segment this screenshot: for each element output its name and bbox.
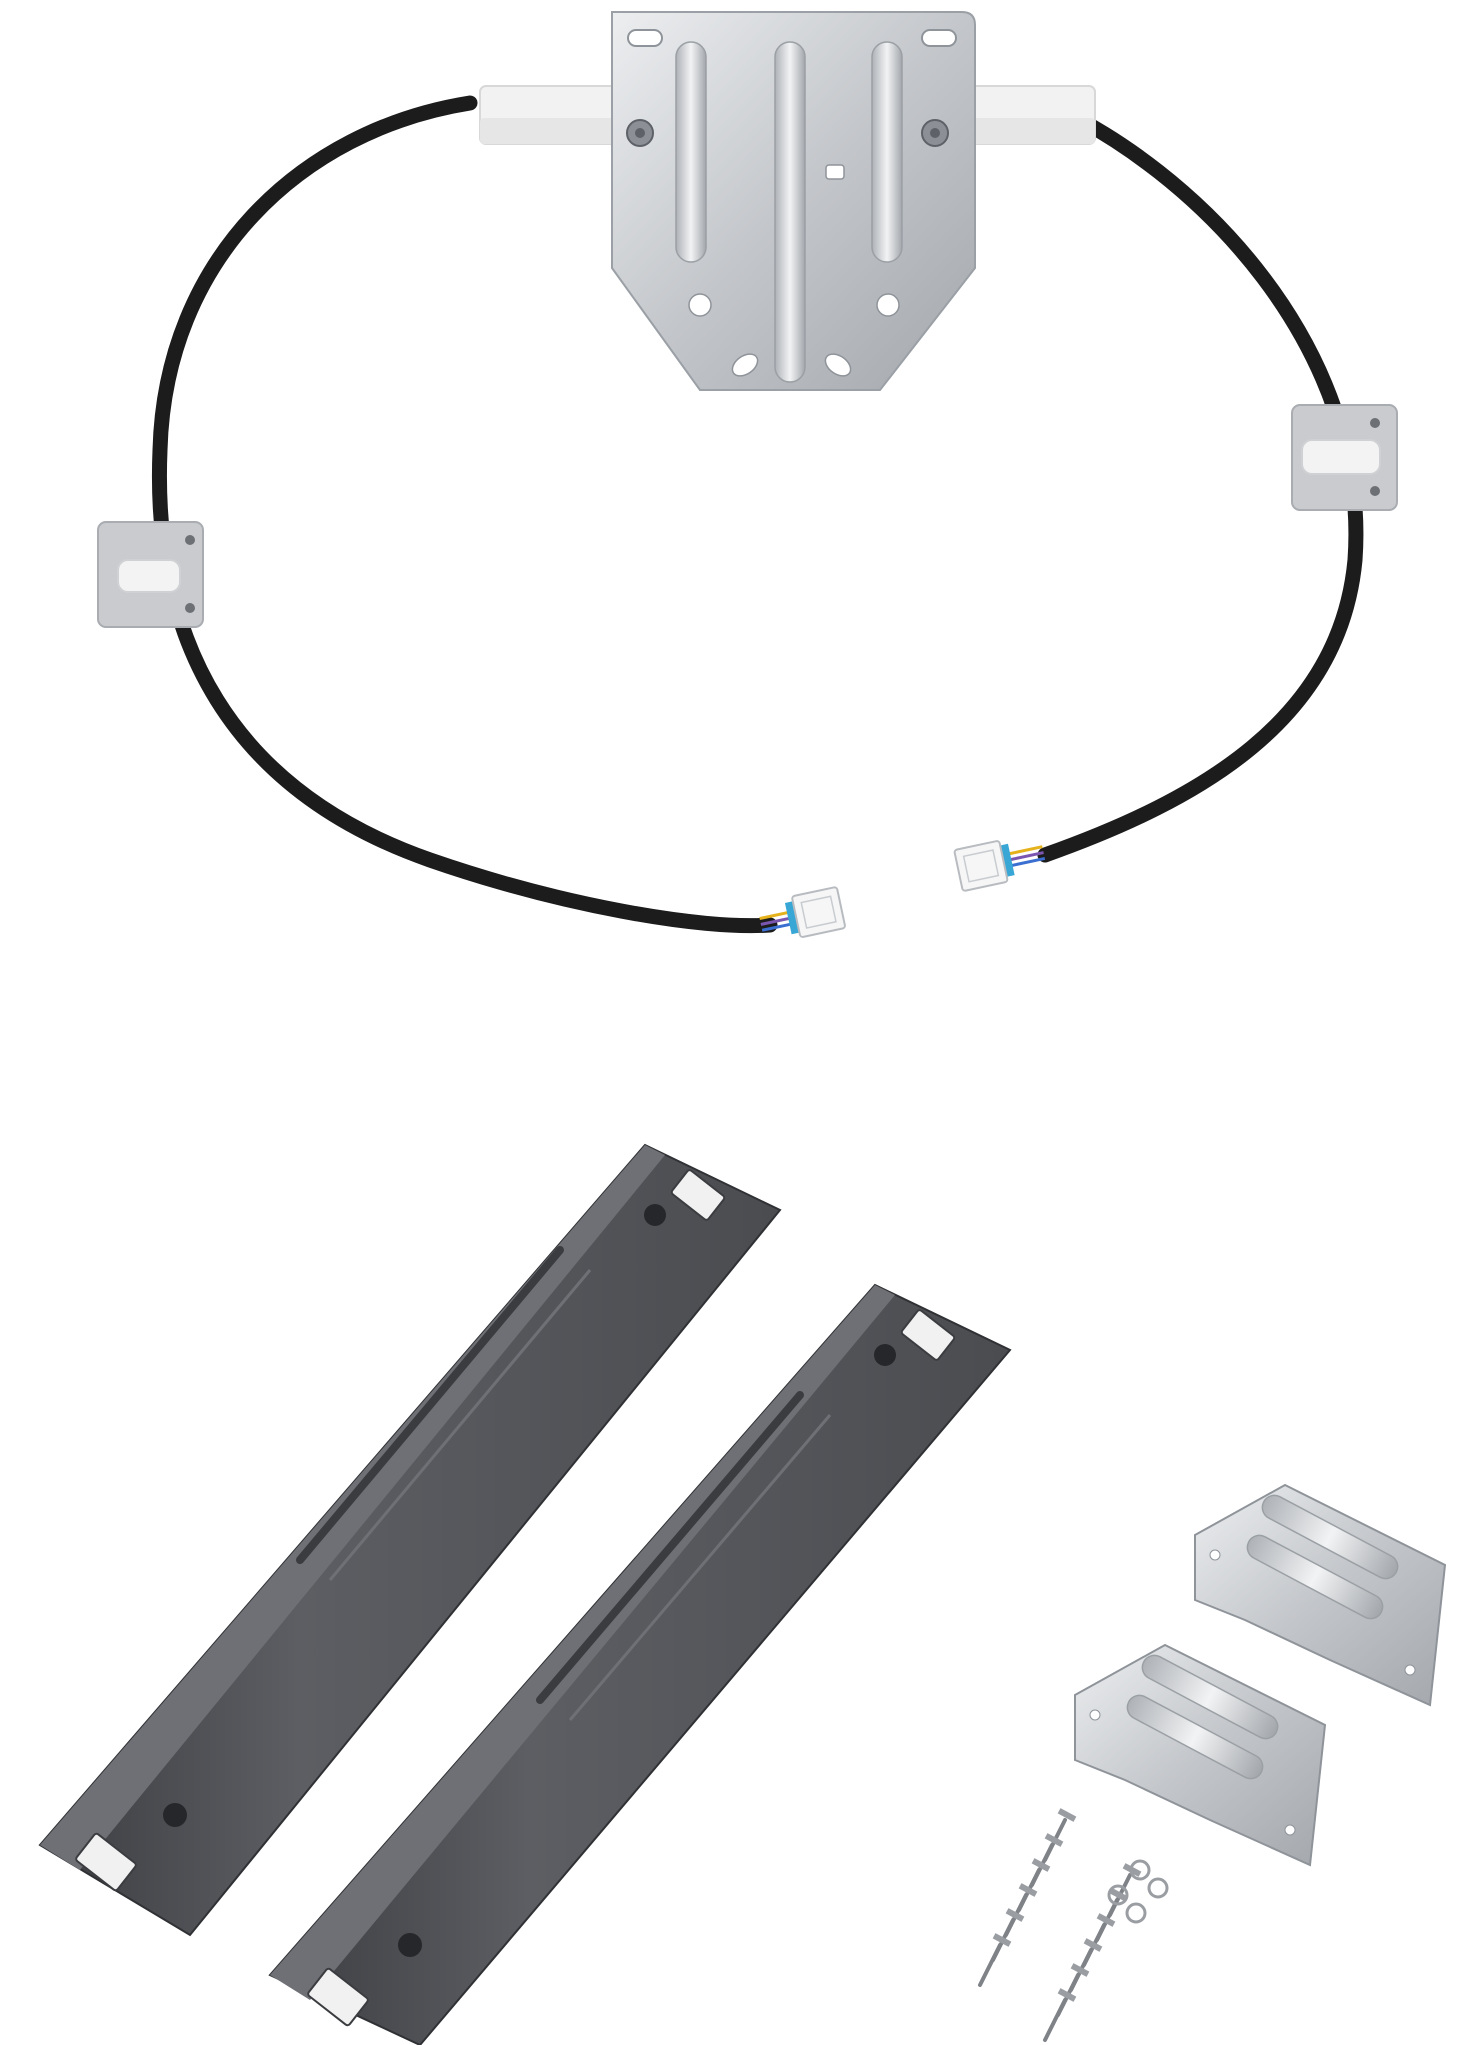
rail-left: [38, 1143, 782, 1937]
screw-heads: [992, 1808, 1142, 2002]
rail-right: [268, 1283, 1012, 2045]
anti-tip-bracket-bottom: [1074, 1643, 1327, 1867]
screw-row-top: [978, 1818, 1067, 1987]
cable-clip-right: [1291, 404, 1398, 511]
screw-set: [978, 1818, 1132, 2042]
cable-clip-left: [97, 521, 204, 628]
mounting-bracket: [611, 11, 976, 391]
connector-plug-right: [953, 840, 1046, 892]
cable-left: [151, 95, 778, 934]
wire-harness: [97, 11, 1398, 938]
anti-tip-bracket-top: [1194, 1483, 1447, 1707]
cable-right: [1032, 92, 1364, 863]
washer-set: [1107, 1859, 1169, 1924]
connector-plug-left: [759, 886, 846, 938]
screw-row-bottom: [1043, 1873, 1132, 2042]
